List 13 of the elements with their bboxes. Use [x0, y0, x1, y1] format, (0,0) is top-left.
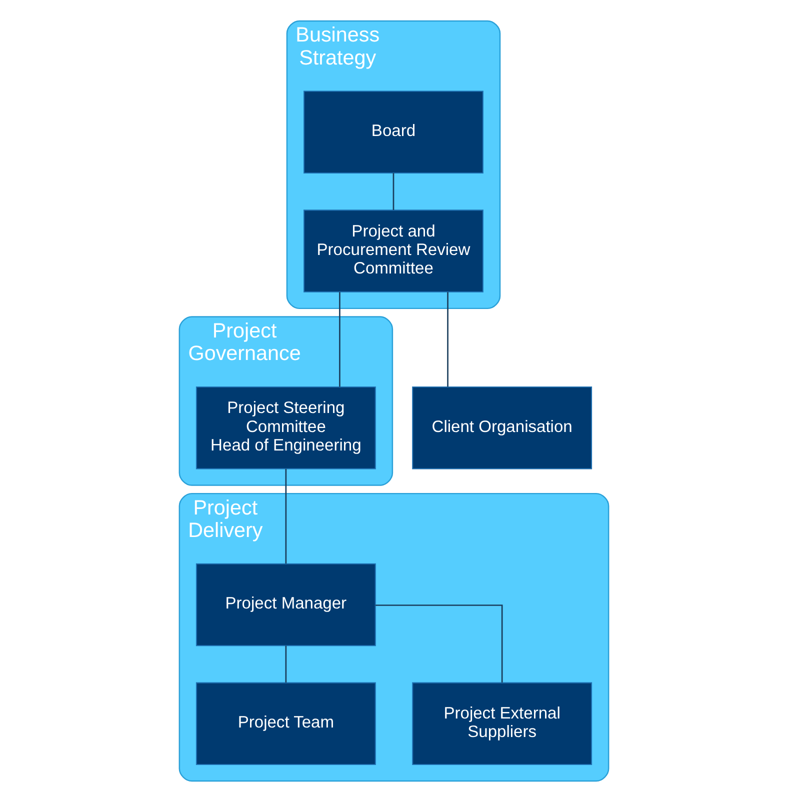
node-box: Client Organisation: [412, 386, 592, 470]
node-box: Project External Suppliers: [412, 682, 592, 766]
node-box: Project Manager: [195, 563, 376, 646]
connector: [284, 468, 286, 564]
connector: [284, 646, 286, 683]
connector: [392, 173, 394, 210]
connector: [374, 604, 502, 683]
connector: [338, 292, 340, 387]
connector: [446, 292, 448, 387]
node-box: Project and Procurement Review Committee: [303, 210, 483, 292]
node-box: Project Steering Committee Head of Engineering: [195, 386, 376, 470]
node-box: Board: [303, 90, 483, 174]
node-box: Project Team: [195, 682, 376, 766]
